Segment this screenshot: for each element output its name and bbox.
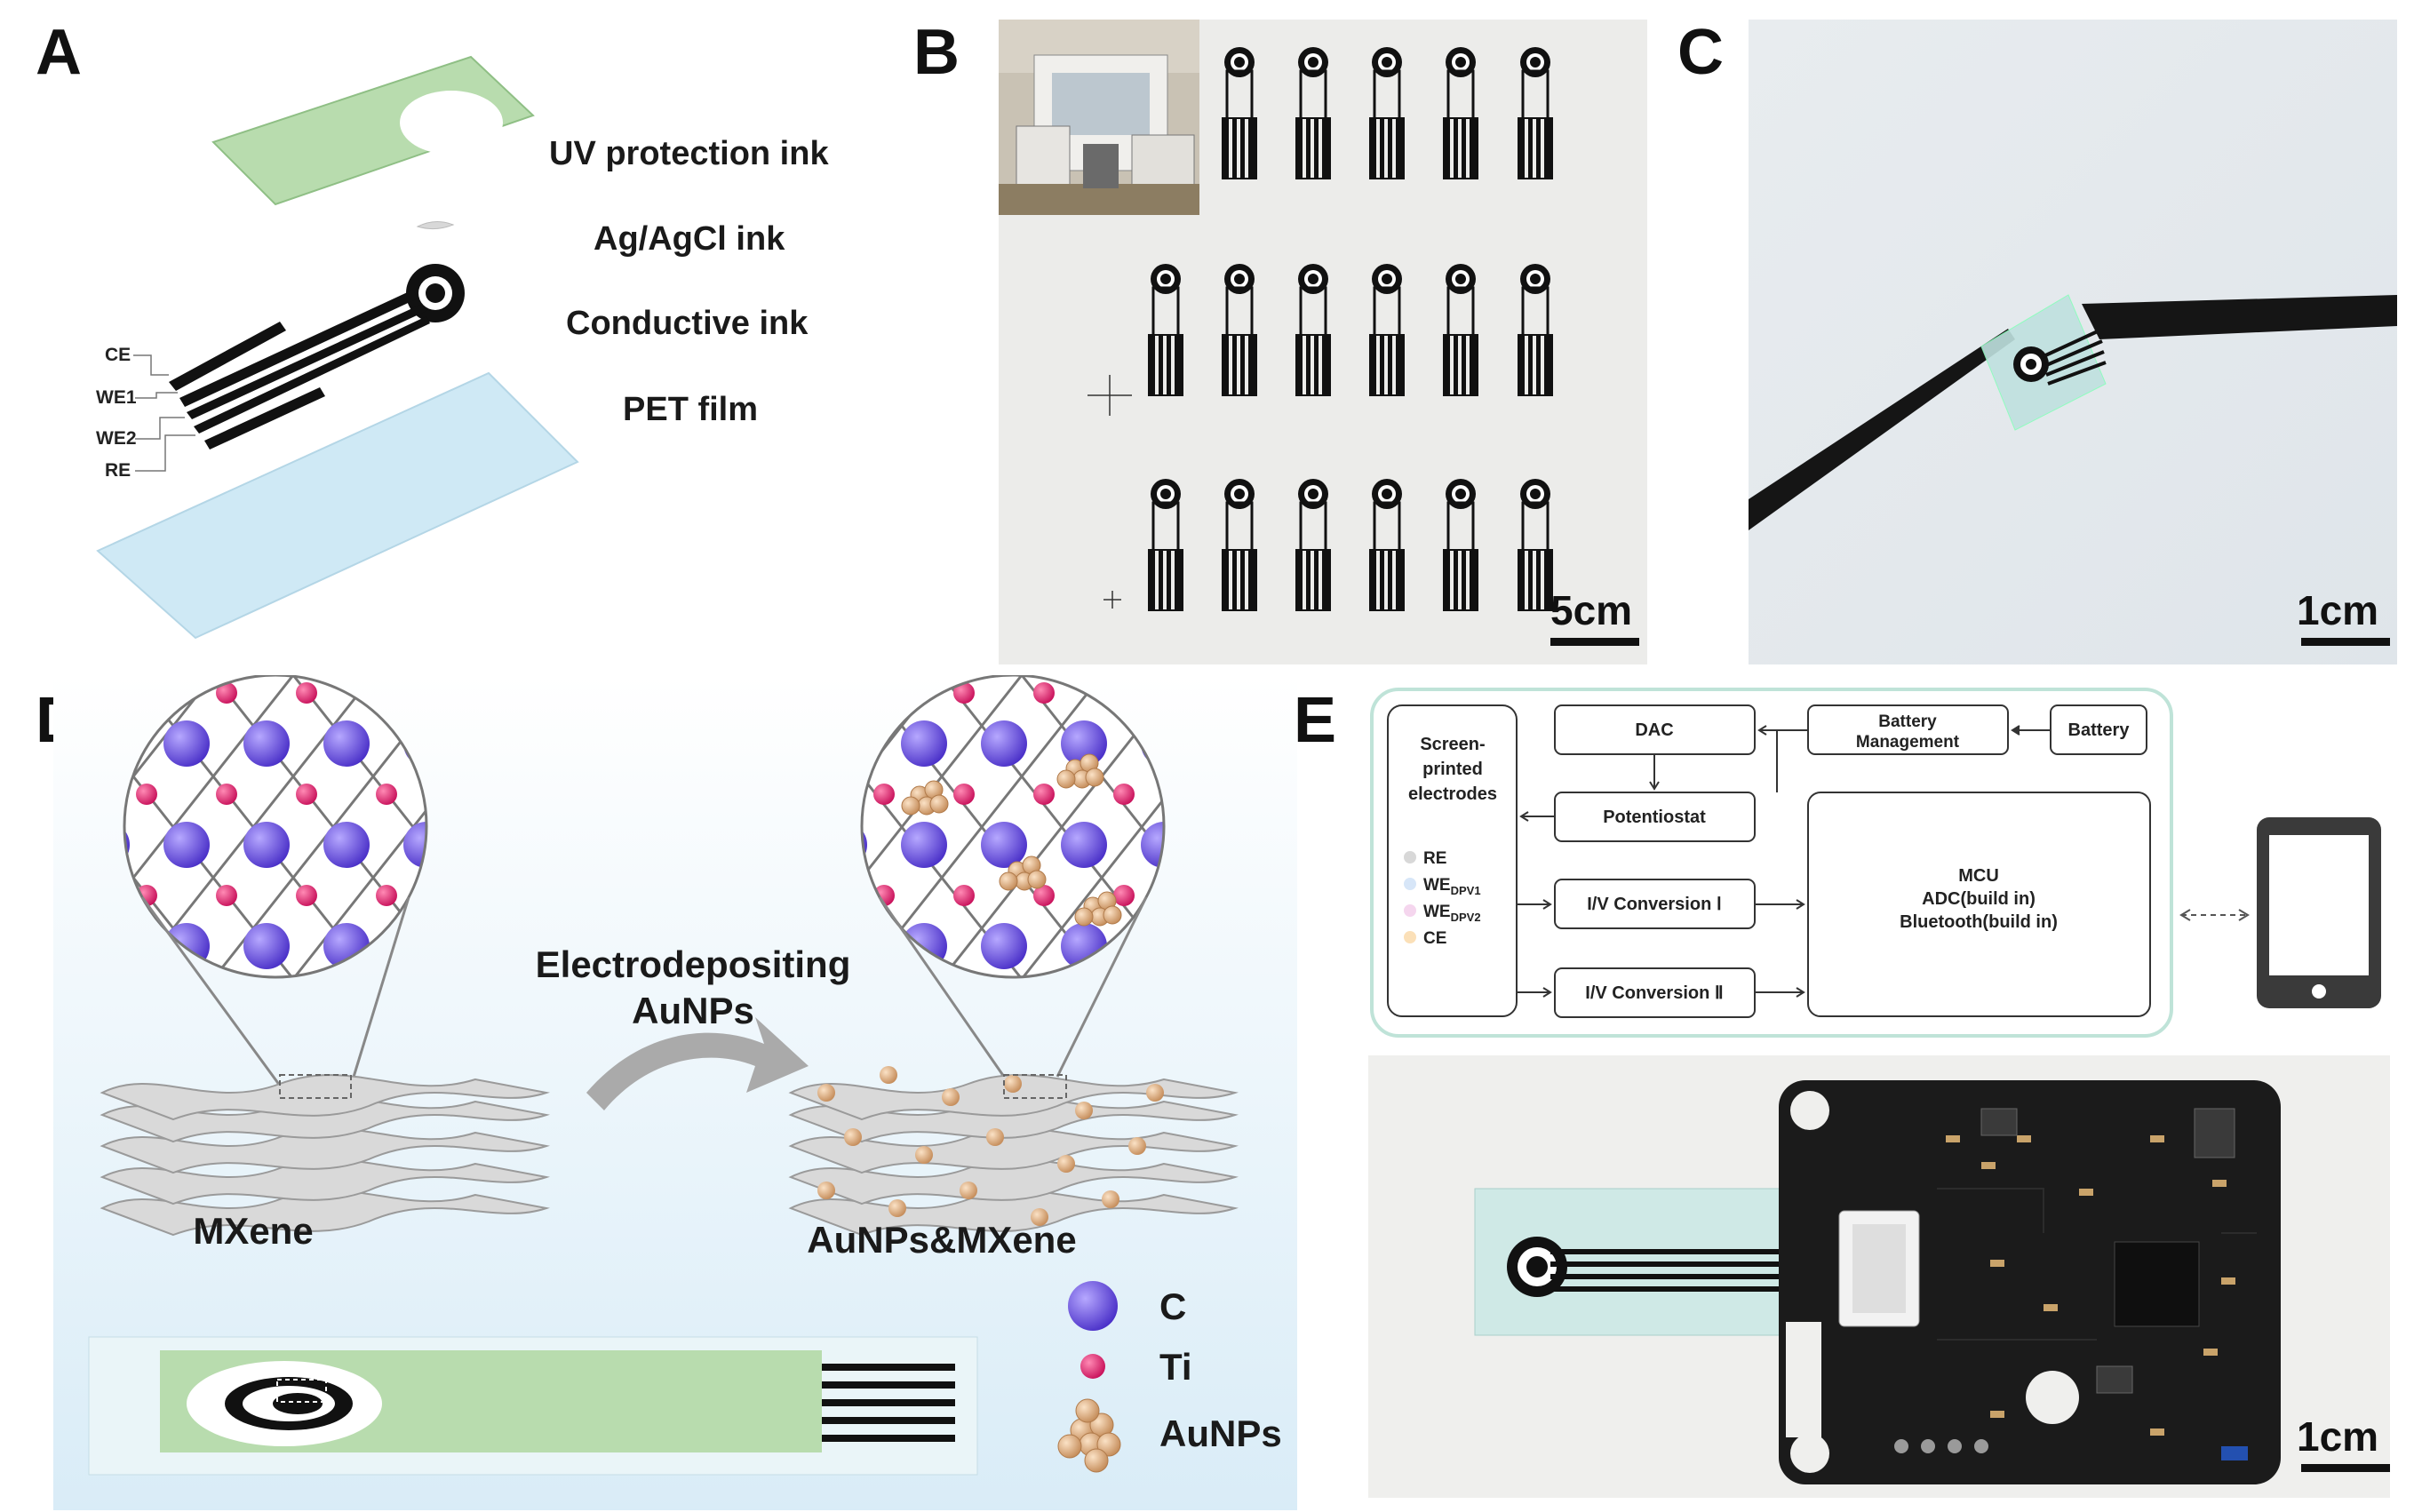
potentiostat-label: Potentiostat (1603, 808, 1706, 827)
label-ce: CE (105, 345, 131, 365)
layer-label-uv: UV protection ink (549, 135, 829, 172)
item-re: RE (1423, 849, 1446, 868)
screen-printer-inset-photo (999, 20, 1199, 215)
panel-b-scale-label: 5cm (1550, 587, 1633, 633)
process-arrow (586, 1017, 809, 1110)
label-aunps-mxene: AuNPs&MXene (807, 1219, 1076, 1261)
item-we1: WEDPV1 (1423, 876, 1481, 897)
agagcl-ink-piece (416, 221, 455, 230)
legend-label-c: C (1159, 1285, 1186, 1327)
pcb-board (1474, 1080, 2281, 1484)
dac-label: DAC (1635, 720, 1673, 740)
layer-label-pet: PET film (623, 391, 759, 428)
legend-aunp-cluster (1057, 1398, 1121, 1473)
panel-b-printed-electrode-sheet (999, 20, 1647, 664)
label-we1: WE1 (96, 387, 137, 408)
label-we2: WE2 (96, 428, 137, 449)
panel-letter-e: E (1294, 685, 1337, 756)
panel-letter-b: B (913, 17, 960, 88)
block-electrodes (1387, 704, 1518, 1017)
label-mxene: MXene (193, 1210, 313, 1252)
battery-mgmt-line1: Battery (1878, 712, 1937, 731)
process-label-line2: AuNPs (632, 990, 754, 1031)
panel-c-scale-label: 1cm (2297, 587, 2379, 633)
iv1-label: I/V Conversion Ⅰ (1587, 895, 1721, 914)
layer-label-agagcl: Ag/AgCl ink (594, 220, 785, 258)
legend-titanium-sphere (1080, 1354, 1105, 1379)
electrode-strip (88, 1336, 978, 1476)
panel-b-scale-bar (1550, 638, 1639, 646)
panel-e-block-diagram: Screen- printed electrodes DAC Potentios… (1370, 688, 2381, 1038)
legend-label-aunps: AuNPs (1159, 1413, 1282, 1454)
electrodes-line2: printed (1422, 760, 1483, 779)
process-label-line1: Electrodepositing (536, 943, 851, 985)
aunps-mxene-stack (790, 1066, 1236, 1236)
panel-letter-a: A (36, 17, 82, 88)
panel-a-exploded-diagram: CE WE1 WE2 RE (96, 55, 579, 640)
conductive-ink-traces (169, 264, 465, 450)
item-ce: CE (1423, 929, 1446, 948)
battery-label: Battery (2068, 720, 2131, 740)
electrode-array (1087, 45, 1555, 613)
panel-e-scale-bar (2301, 1464, 2390, 1472)
mcu-line3: Bluetooth(build in) (1900, 912, 2058, 932)
panel-c-flexible-electrode-photo (1749, 20, 2397, 664)
tweezers-holding-electrode (1749, 294, 2397, 530)
panel-c-scale-bar (2301, 638, 2390, 646)
panel-e-pcb-photo (1368, 1055, 2390, 1498)
label-re: RE (105, 460, 131, 481)
panel-e-scale-label: 1cm (2297, 1413, 2379, 1460)
mcu-line1: MCU (1958, 866, 1999, 886)
legend-label-ti: Ti (1159, 1346, 1192, 1388)
layer-label-conductive: Conductive ink (566, 305, 809, 342)
mcu-line2: ADC(build in) (1922, 889, 2036, 909)
uv-window-hole (400, 91, 503, 155)
smartphone-icon (2257, 817, 2381, 1008)
item-we2: WEDPV2 (1423, 903, 1481, 924)
battery-mgmt-line2: Management (1856, 733, 1960, 752)
pet-film-layer (96, 371, 579, 640)
panel-d-mxene-diagram: Electrodepositing AuNPs MXene AuNPs&MXen… (53, 675, 1297, 1510)
electrodes-line1: Screen- (1420, 735, 1485, 754)
panel-letter-c: C (1677, 17, 1724, 88)
iv2-label: I/V Conversion Ⅱ (1585, 983, 1723, 1003)
block-mcu (1807, 792, 2151, 1017)
electrodes-line3: electrodes (1408, 784, 1497, 804)
legend-carbon-sphere (1068, 1281, 1118, 1331)
